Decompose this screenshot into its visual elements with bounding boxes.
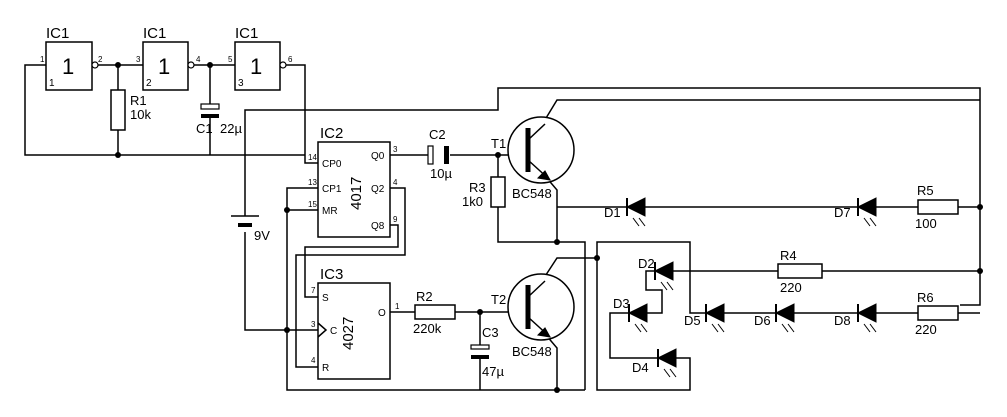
svg-text:3: 3 [311,320,316,329]
svg-text:3: 3 [238,78,244,89]
transistor-t1: T1 BC548 [491,116,575,201]
svg-text:R6: R6 [917,290,934,305]
svg-text:1: 1 [158,54,170,79]
svg-text:7: 7 [311,286,316,295]
svg-text:D2: D2 [638,256,655,271]
svg-text:220k: 220k [413,321,442,336]
svg-text:CP1: CP1 [322,184,342,195]
svg-text:3: 3 [136,55,141,64]
svg-text:4027: 4027 [340,317,357,350]
capacitor-c2: C2 10µ [427,127,452,181]
svg-text:T2: T2 [491,292,506,307]
wires [24,64,981,391]
svg-text:1: 1 [40,55,45,64]
svg-text:C2: C2 [429,127,446,142]
svg-text:6: 6 [288,55,293,64]
svg-text:IC1: IC1 [143,25,166,42]
svg-text:10k: 10k [130,107,151,122]
svg-text:O: O [378,308,386,319]
svg-text:R5: R5 [917,183,934,198]
svg-text:9V: 9V [254,228,270,243]
svg-text:47µ: 47µ [482,364,504,379]
ic3-4027: IC3 4027 S C R O 7 3 4 1 [311,266,400,380]
svg-text:14: 14 [308,153,317,162]
resistor-r6: R6 220 [915,290,959,337]
svg-text:CP0: CP0 [322,159,342,170]
transistor-t2: T2 BC548 [491,273,575,359]
svg-text:R: R [322,363,329,374]
svg-text:4017: 4017 [348,177,365,210]
svg-text:IC1: IC1 [235,25,258,42]
resistor-r5: R5 100 [915,183,959,231]
svg-text:D4: D4 [632,360,649,375]
svg-text:4: 4 [196,55,201,64]
svg-text:D1: D1 [604,205,621,220]
svg-text:1: 1 [250,54,262,79]
svg-text:IC3: IC3 [320,266,343,283]
capacitor-c3: C3 47µ [470,325,504,379]
gate-ic1-c: IC1 1 5 3 6 [228,25,293,91]
svg-text:13: 13 [308,178,317,187]
gate-ic1-a: IC1 1 1 1 2 [40,25,103,91]
svg-text:C3: C3 [482,325,499,340]
gate-ic1-b: IC1 1 3 2 4 [136,25,201,91]
svg-text:Q8: Q8 [371,221,385,232]
svg-text:D8: D8 [834,313,851,328]
svg-text:D5: D5 [684,313,701,328]
svg-text:D6: D6 [754,313,771,328]
svg-text:R3: R3 [469,180,486,195]
resistor-r3: R3 1k0 [462,176,506,209]
svg-text:4: 4 [393,178,398,187]
svg-text:3: 3 [393,145,398,154]
svg-text:2: 2 [146,78,152,89]
svg-text:BC548: BC548 [512,186,552,201]
svg-text:IC1: IC1 [46,25,69,42]
svg-text:1: 1 [62,54,74,79]
svg-text:2: 2 [98,55,103,64]
svg-text:10µ: 10µ [430,166,452,181]
svg-text:9: 9 [393,215,398,224]
resistor-r1: R1 10k [110,89,151,131]
svg-text:1: 1 [395,302,400,311]
battery-9v: 9V [231,215,270,243]
svg-text:C: C [330,326,337,337]
svg-text:22µ: 22µ [220,121,242,136]
svg-text:15: 15 [308,200,317,209]
svg-text:C1: C1 [196,121,213,136]
svg-text:S: S [322,293,329,304]
resistor-r2: R2 220k [413,289,456,336]
svg-text:4: 4 [311,356,316,365]
capacitor-c1: C1 22µ [196,103,242,136]
led-d5: D5 [684,303,725,333]
svg-text:Q0: Q0 [371,151,385,162]
resistor-r4: R4 220 [777,248,823,295]
svg-text:R1: R1 [130,93,147,108]
svg-text:MR: MR [322,206,338,217]
led-d1: D1 [604,197,646,227]
svg-text:T1: T1 [491,136,506,151]
svg-text:220: 220 [780,280,802,295]
led-d8: D8 [834,303,877,333]
svg-text:R2: R2 [416,289,433,304]
svg-text:100: 100 [915,216,937,231]
svg-text:IC2: IC2 [320,125,343,142]
ic2-4017: IC2 4017 CP0 CP1 MR Q0 Q2 Q8 14 13 15 3 … [308,125,398,238]
svg-text:1: 1 [49,78,55,89]
svg-text:BC548: BC548 [512,344,552,359]
svg-text:R4: R4 [780,248,797,263]
led-d2: D2 [638,256,674,291]
led-d7: D7 [834,197,877,227]
led-d6: D6 [754,303,795,333]
svg-text:D3: D3 [613,296,630,311]
svg-text:220: 220 [915,322,937,337]
svg-text:Q2: Q2 [371,184,385,195]
svg-text:5: 5 [228,55,233,64]
junction-dots [115,62,983,393]
svg-text:1k0: 1k0 [462,194,483,209]
svg-text:D7: D7 [834,205,851,220]
led-d3: D3 [613,296,648,333]
led-d4: D4 [632,348,677,378]
